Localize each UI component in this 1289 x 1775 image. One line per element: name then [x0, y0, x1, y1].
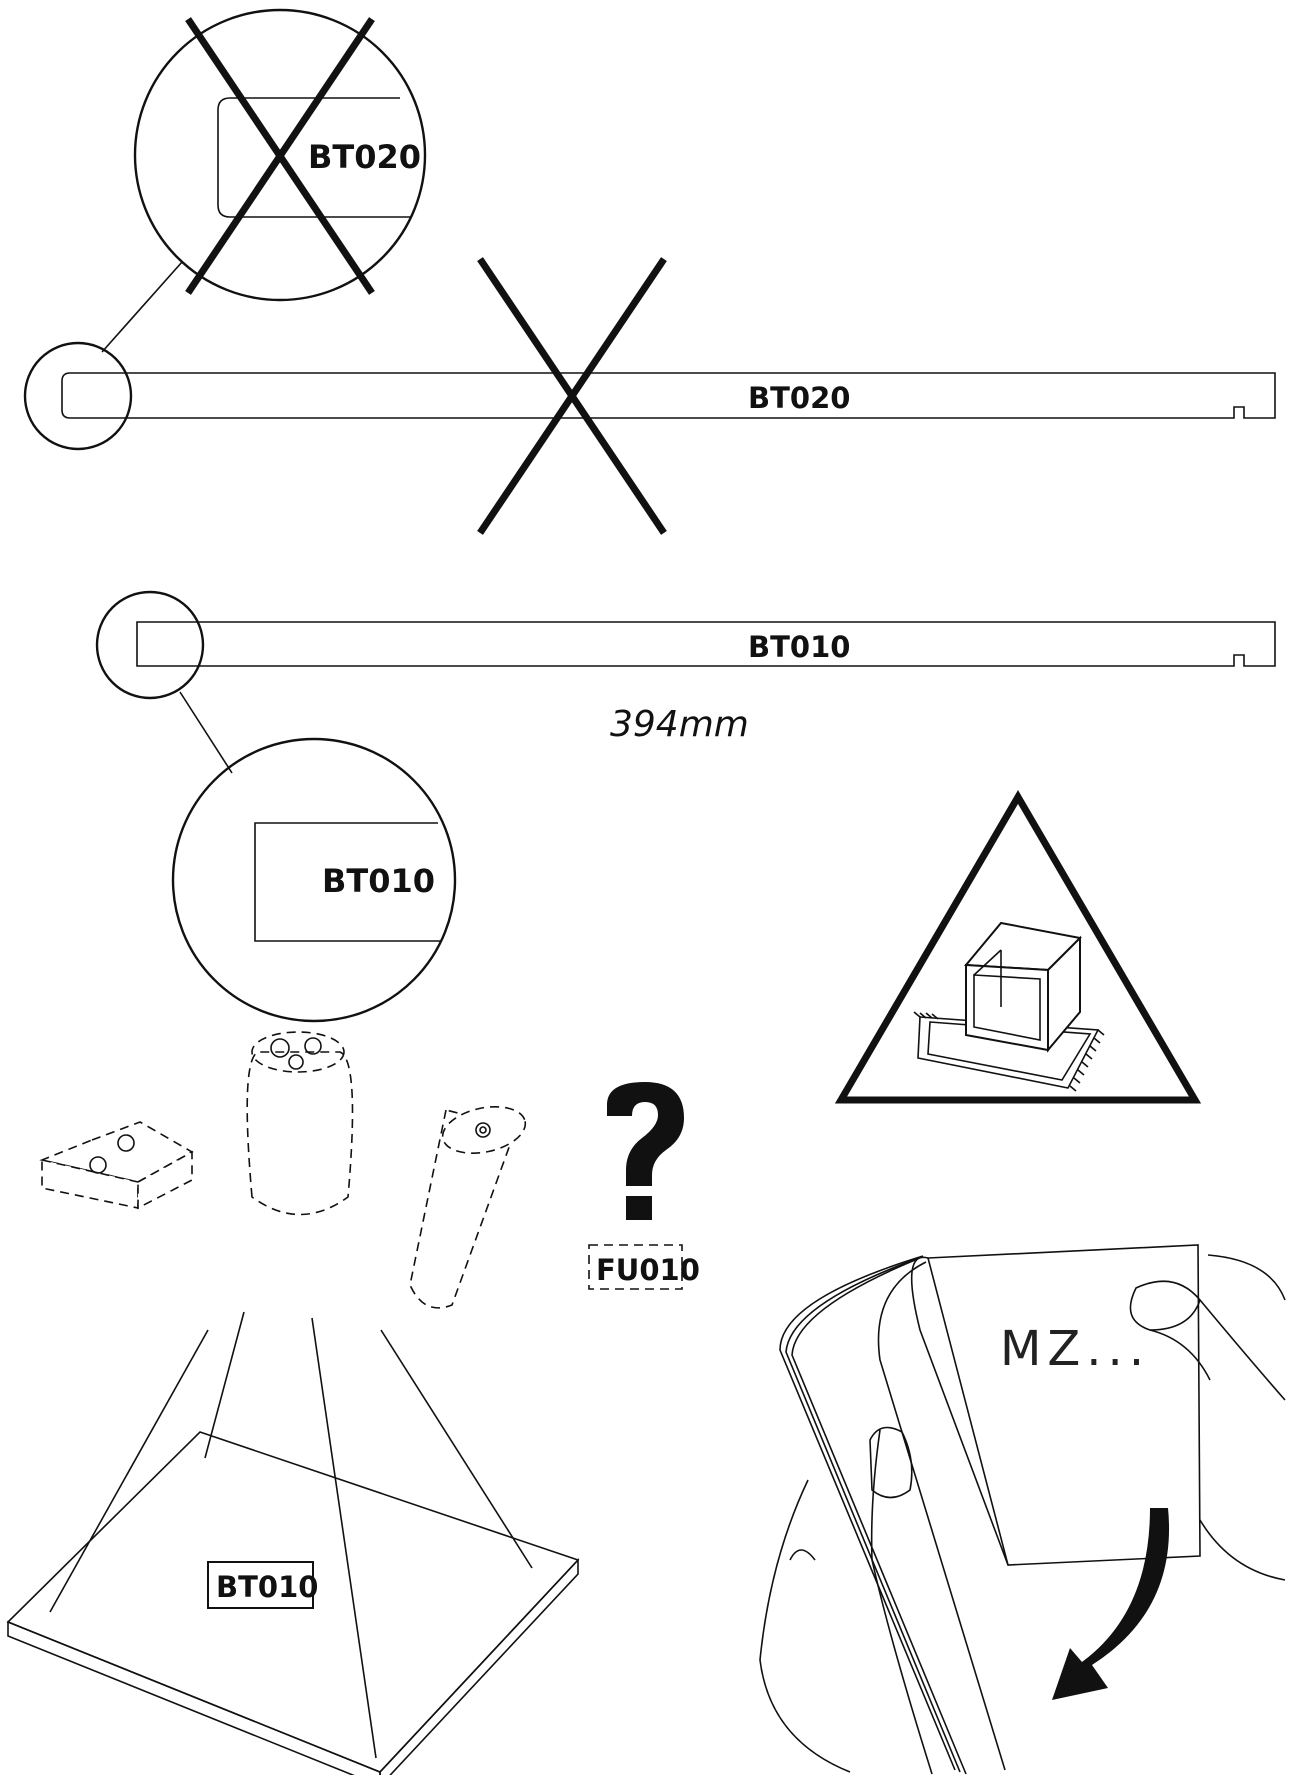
right-hand [1129, 1254, 1286, 1581]
unknown-part-label: FU010 [596, 1253, 700, 1287]
board-outline-bt020 [61, 372, 1276, 419]
board-bt020: BT020 [23, 257, 1276, 535]
board-bt010-perspective: BT010 [6, 1311, 580, 1775]
zoom-board-corner-bt010 [254, 822, 442, 942]
dimension-label: 394mm [610, 704, 749, 745]
tapered-leg-part [246, 1031, 354, 1216]
cabinet-icon [963, 921, 1083, 1053]
unknown-part-box [588, 1244, 683, 1290]
board-label-box [207, 1561, 314, 1609]
detail-circle-top [23, 341, 133, 451]
x-cross-icon [185, 17, 375, 295]
leader-line [311, 1317, 377, 1759]
leader-line [204, 1311, 245, 1459]
left-hand [759, 1426, 933, 1775]
cylinder-leg-part [409, 1105, 527, 1309]
board-label-bt010-perspective: BT010 [216, 1570, 318, 1604]
leader-line [380, 1329, 533, 1569]
booklet-text: MZ... [1000, 1321, 1150, 1377]
leader-line [49, 1329, 209, 1613]
zoom-leader-top [101, 261, 183, 353]
board-bt010: BT010 394mm BT010 [95, 590, 1276, 1023]
zoom-board-corner-bt020 [217, 97, 410, 218]
question-mark-icon [606, 1082, 684, 1220]
incorrect-part-detail: BT020 [101, 8, 427, 353]
board-outline-bt010 [136, 621, 1276, 667]
curved-arrow-icon [1052, 1508, 1170, 1700]
warning-triangle-icon [834, 790, 1202, 1104]
zoom-label-bt010: BT010 [322, 862, 435, 900]
x-cross-icon [477, 257, 667, 535]
zoom-label-bt020: BT020 [308, 138, 421, 176]
instruction-booklet-illustration: MZ... [759, 1244, 1286, 1775]
zoom-leader-mid [179, 691, 233, 774]
hardware-parts: FU010 [39, 1031, 700, 1309]
board-label-bt010: BT010 [748, 630, 850, 664]
square-block-part [39, 1121, 194, 1210]
board-label-bt020: BT020 [748, 381, 850, 415]
zoom-circle-mid [171, 737, 457, 1023]
detail-circle-mid [95, 590, 205, 700]
zoom-circle-top [133, 8, 427, 302]
booklet-page [926, 1244, 1201, 1566]
